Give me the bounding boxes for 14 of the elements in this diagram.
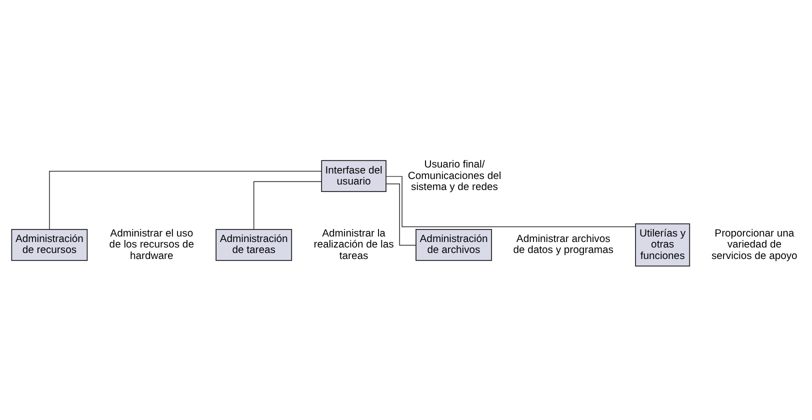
node-label: Proporcionar una variedad de servicios de apoyo (712, 228, 798, 262)
connector (386, 176, 636, 227)
node-label: Administrar el uso de los recursos de hardware (109, 228, 194, 262)
node-label: Usuario final/ Comunicaciones del sistema y de redes (408, 159, 502, 192)
node-box: Administración de recursos (11, 228, 88, 260)
node-box: Utilerías y otras funciones (635, 222, 690, 266)
connector (386, 182, 416, 246)
node-box: Administración de tareas (216, 228, 292, 260)
connector (49, 170, 322, 230)
node-label: Administrar archivos de datos y programas (513, 234, 614, 256)
node-box: Interfase del usuario (321, 160, 386, 192)
node-label: Administrar la realización de las tareas (314, 228, 394, 262)
node-box: Administración de archivos (416, 228, 492, 260)
connector (253, 180, 322, 230)
